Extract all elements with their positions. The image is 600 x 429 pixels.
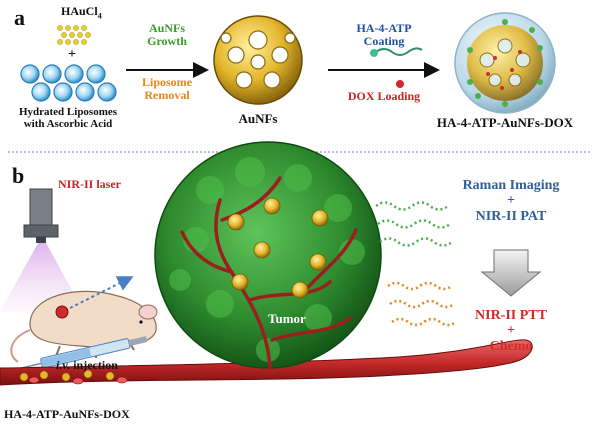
laser-label: NIR-II laser: [58, 177, 121, 191]
laser-device: [23, 188, 59, 243]
imaging-label: Raman Imaging+NIR-II PAT: [462, 178, 560, 224]
vessel-label: HA-4-ATP-AuNFs-DOX: [4, 407, 130, 421]
precursor-label: HAuCl4: [61, 4, 102, 21]
tumor-nanoparticles: [227, 197, 329, 299]
vessel-red-cells: [28, 376, 128, 385]
syringe: [19, 336, 148, 370]
tumor-label: Tumor: [268, 311, 306, 326]
liposome-cluster: [20, 64, 117, 102]
polymer-strand: [375, 47, 423, 56]
mouse-illustration: [10, 290, 158, 363]
mouse-to-tumor-arrow: [69, 276, 134, 309]
aunfs-label: AuNFs: [238, 111, 278, 126]
vessel-nanoparticles: [19, 369, 115, 382]
therapy-signal-waves: [387, 281, 457, 327]
panel-a-letter: a: [14, 5, 25, 30]
tumor: [154, 141, 382, 370]
polymer-head: [370, 49, 378, 57]
tumor-site-marker: [55, 305, 69, 319]
plus-sign: +: [68, 47, 76, 62]
precursor-subscript: 4: [97, 11, 102, 21]
product-label: HA-4-ATP-AuNFs-DOX: [436, 115, 574, 130]
therapy-label: NIR-II PTT+Chemo: [475, 308, 547, 354]
gold-precursor-dots: [57, 25, 91, 45]
coated-nanoparticle: [454, 12, 556, 114]
down-arrow: [480, 249, 542, 297]
aunf-nanoframe: [213, 15, 303, 105]
step2-dox-label: DOX Loading: [347, 89, 421, 103]
dox-dot: [396, 80, 404, 88]
injection-label: i.v. injection: [56, 358, 118, 372]
blood-vessel: [0, 339, 533, 386]
panel-b-letter: b: [12, 163, 25, 188]
